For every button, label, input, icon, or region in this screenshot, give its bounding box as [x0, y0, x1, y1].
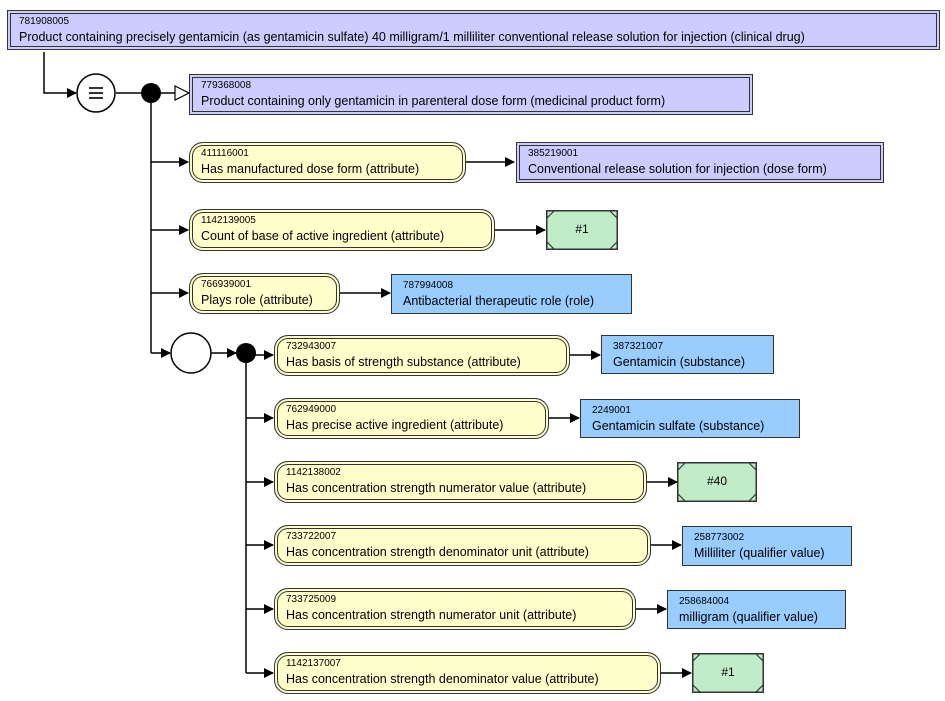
- group-attribute-numerator-value[interactable]: 1142138002 Has concentration strength nu…: [274, 461, 647, 503]
- concept-label: Gentamicin sulfate (substance): [592, 419, 765, 433]
- milliliter-concept[interactable]: 258773002 Milliliter (qualifier value): [682, 526, 852, 566]
- attribute-code: 1142139005: [201, 215, 256, 226]
- attribute-code: 1142138002: [286, 467, 341, 478]
- attribute-label: Has concentration strength numerator uni…: [286, 608, 577, 622]
- attribute-code: 766939001: [201, 279, 252, 290]
- concept-code: 2249001: [592, 405, 631, 416]
- concept-code: 781908005: [19, 16, 70, 27]
- conjunction-dot-icon: [141, 83, 161, 103]
- concept-label: milligram (qualifier value): [679, 610, 818, 624]
- attribute-label: Has precise active ingredient (attribute…: [286, 418, 504, 432]
- concrete-value: #1: [575, 222, 589, 236]
- concept-code: 258773002: [694, 532, 745, 543]
- concept-label: Antibacterial therapeutic role (role): [403, 294, 595, 308]
- attribute-label: Has concentration strength denominator v…: [286, 672, 599, 686]
- concept-code: 387321007: [613, 341, 664, 352]
- equivalence-lines-icon: [89, 87, 103, 99]
- attribute-count-of-base[interactable]: 1142139005 Count of base of active ingre…: [189, 209, 495, 251]
- attribute-dose-form[interactable]: 411116001 Has manufactured dose form (at…: [189, 142, 466, 183]
- concept-label: Product containing only gentamicin in pa…: [201, 94, 666, 108]
- gentamicin-substance-concept[interactable]: 387321007 Gentamicin (substance): [601, 335, 774, 374]
- attribute-group-circle-icon: [170, 332, 212, 374]
- concept-code: 385219001: [528, 148, 579, 159]
- attribute-code: 733725009: [286, 594, 337, 605]
- concrete-value: #40: [706, 474, 728, 488]
- attribute-code: 733722007: [286, 531, 337, 542]
- group-attribute-numerator-unit[interactable]: 733725009 Has concentration strength num…: [274, 588, 636, 630]
- group-conjunction-dot-icon: [236, 343, 256, 363]
- concrete-value: #1: [721, 665, 735, 679]
- attribute-label: Has manufactured dose form (attribute): [201, 162, 420, 176]
- attribute-code: 1142137007: [286, 658, 341, 669]
- group-attribute-basis-of-strength[interactable]: 732943007 Has basis of strength substanc…: [274, 335, 570, 376]
- concept-label: Gentamicin (substance): [613, 355, 746, 369]
- parent-concept[interactable]: 779368008 Product containing only gentam…: [189, 74, 753, 115]
- gentamicin-sulfate-concept[interactable]: 2249001 Gentamicin sulfate (substance): [580, 399, 800, 438]
- attribute-code: 411116001: [201, 148, 249, 159]
- group-attribute-precise-active-ingredient[interactable]: 762949000 Has precise active ingredient …: [274, 398, 549, 439]
- concrete-value-count[interactable]: #1: [546, 210, 618, 250]
- focus-concept[interactable]: 781908005 Product containing precisely g…: [7, 10, 940, 50]
- isa-arrow-icon: [174, 85, 191, 101]
- attribute-label: Has concentration strength numerator val…: [286, 481, 587, 495]
- attribute-label: Has basis of strength substance (attribu…: [286, 355, 521, 369]
- concept-label: Conventional release solution for inject…: [528, 162, 827, 176]
- attribute-label: Plays role (attribute): [201, 293, 313, 307]
- milligram-concept[interactable]: 258684004 milligram (qualifier value): [667, 590, 846, 629]
- attribute-label: Count of base of active ingredient (attr…: [201, 229, 445, 243]
- attribute-code: 732943007: [286, 341, 337, 352]
- value-box-outline: [692, 653, 764, 693]
- concept-code: 779368008: [201, 80, 252, 91]
- value-box-outline: [546, 210, 618, 250]
- concept-label: Milliliter (qualifier value): [694, 546, 825, 560]
- group-attribute-denominator-value[interactable]: 1142137007 Has concentration strength de…: [274, 652, 661, 694]
- group-attribute-denominator-unit[interactable]: 733722007 Has concentration strength den…: [274, 525, 651, 566]
- concrete-value-denominator[interactable]: #1: [692, 653, 764, 693]
- attribute-label: Has concentration strength denominator u…: [286, 545, 589, 559]
- concept-code: 787994008: [403, 280, 454, 291]
- value-box-outline: [677, 462, 757, 502]
- dose-form-concept[interactable]: 385219001 Conventional release solution …: [516, 142, 884, 183]
- attribute-code: 762949000: [286, 404, 337, 415]
- role-concept[interactable]: 787994008 Antibacterial therapeutic role…: [391, 274, 632, 314]
- concrete-value-numerator[interactable]: #40: [677, 462, 757, 502]
- concept-label: Product containing precisely gentamicin …: [19, 30, 805, 44]
- concept-code: 258684004: [679, 596, 730, 607]
- attribute-plays-role[interactable]: 766939001 Plays role (attribute): [189, 273, 340, 314]
